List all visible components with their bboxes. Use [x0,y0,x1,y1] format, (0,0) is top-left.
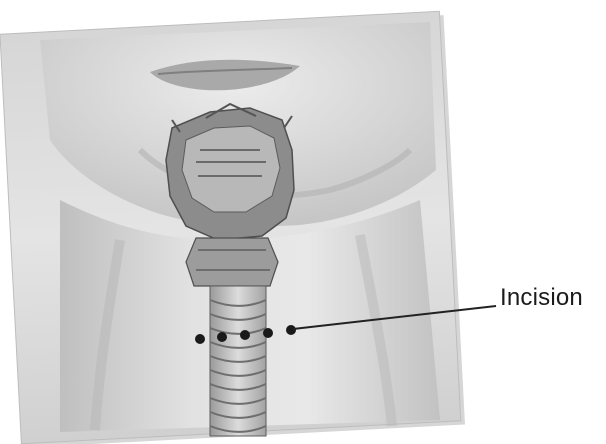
incision-dot [263,328,273,338]
incision-dot [217,332,227,342]
incision-dot [240,330,250,340]
incision-label: Incision [500,284,583,312]
trachea-illustration [210,286,266,436]
incision-dot [195,334,205,344]
incision-dot [286,325,296,335]
